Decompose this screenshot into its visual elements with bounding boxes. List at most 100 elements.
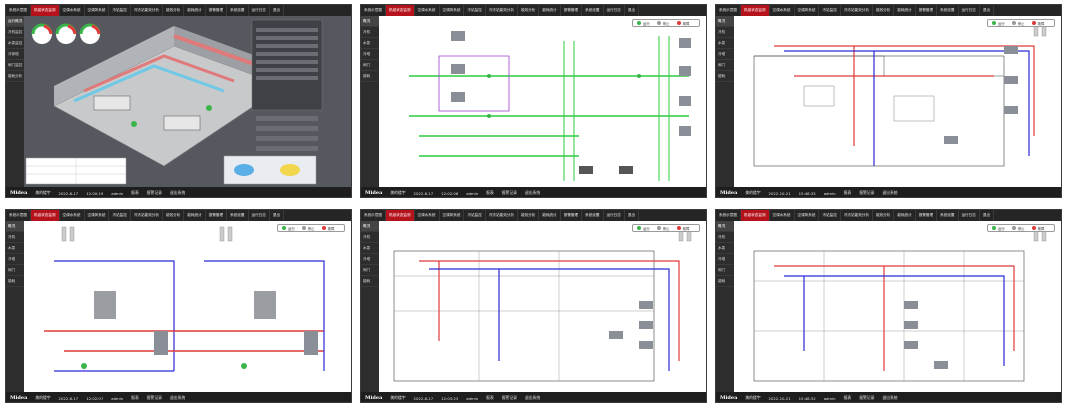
chiller-icon[interactable] (609, 331, 623, 339)
nav-tab[interactable]: 运行日志 (959, 5, 980, 16)
user-button[interactable]: admin (823, 395, 836, 401)
pump-icon[interactable] (206, 105, 212, 111)
sidebar-item[interactable]: 能耗 (361, 276, 379, 287)
nav-tab[interactable]: 空调风系统 (795, 210, 820, 221)
nav-tab[interactable]: 能耗统计 (539, 5, 561, 16)
nav-tab[interactable]: 运行日志 (604, 210, 625, 221)
sidebar-item[interactable]: 阀门 (361, 265, 379, 276)
user-button[interactable]: admin (466, 190, 479, 196)
nav-tab[interactable]: 报警管理 (561, 5, 583, 16)
sidebar-item[interactable]: 水泵 (716, 243, 734, 254)
nav-tab[interactable]: 空调水系统 (770, 210, 795, 221)
sidebar-item[interactable]: 阀门 (6, 265, 24, 276)
sidebar-item[interactable]: 冷机 (716, 27, 734, 38)
nav-tab[interactable]: 运行日志 (604, 5, 625, 16)
logout-button[interactable]: 退出系统 (882, 395, 898, 400)
nav-tab[interactable]: 能耗统计 (184, 5, 206, 16)
nav-tab[interactable]: 能效分析 (873, 210, 895, 221)
sidebar-item[interactable]: 水泵 (361, 38, 379, 49)
nav-tab[interactable]: 空调风系统 (85, 5, 110, 16)
alarm-button[interactable]: 报警记录 (146, 395, 162, 400)
nav-tab[interactable]: 冷站监控 (819, 5, 841, 16)
chiller-icon[interactable] (93, 95, 131, 111)
nav-tab[interactable]: 能效分析 (518, 5, 540, 16)
user-button[interactable]: admin (111, 190, 124, 196)
pump-icon[interactable] (241, 363, 247, 369)
nav-tab[interactable]: 能耗统计 (184, 210, 206, 221)
nav-tab[interactable]: 系统示意图 (716, 5, 741, 16)
report-button[interactable]: 报表 (843, 395, 852, 400)
alarm-button[interactable]: 报警记录 (146, 190, 162, 195)
nav-tab[interactable]: 系统示意图 (361, 5, 386, 16)
chiller-icon[interactable] (1004, 76, 1018, 84)
valve-icon[interactable] (487, 114, 491, 118)
report-button[interactable]: 报表 (843, 190, 852, 195)
chiller-icon[interactable] (451, 31, 465, 41)
nav-tab[interactable]: 冷冻站能效分析 (131, 210, 163, 221)
user-button[interactable]: admin (466, 395, 479, 401)
nav-tab[interactable]: 系统设置 (227, 5, 249, 16)
sidebar-item[interactable]: 冷机 (716, 232, 734, 243)
chiller-icon[interactable] (1004, 106, 1018, 114)
chiller-icon[interactable] (163, 115, 201, 131)
sidebar-item[interactable]: 冷机 (361, 27, 379, 38)
chiller-icon[interactable] (1004, 46, 1018, 54)
nav-tab[interactable]: 运行日志 (249, 5, 270, 16)
sidebar-item[interactable]: 水泵 (361, 243, 379, 254)
chiller-icon[interactable] (639, 341, 653, 349)
chiller-icon[interactable] (904, 341, 918, 349)
nav-tab[interactable]: 机组状态监测 (740, 5, 770, 16)
alarm-button[interactable]: 报警记录 (859, 190, 875, 195)
nav-tab[interactable]: 机组状态监测 (30, 210, 60, 221)
sidebar-item[interactable]: 水泵监控 (6, 38, 24, 49)
nav-tab[interactable]: 报警管理 (916, 210, 938, 221)
sidebar-item[interactable]: 水泵 (6, 243, 24, 254)
chiller-icon[interactable] (944, 136, 958, 144)
user-button[interactable]: admin (111, 395, 124, 401)
nav-tab[interactable]: 能效分析 (163, 210, 185, 221)
sidebar-item[interactable]: 运行概况 (6, 16, 24, 27)
nav-tab[interactable]: 冷站监控 (819, 210, 841, 221)
nav-tab[interactable]: 报警管理 (206, 210, 228, 221)
nav-tab[interactable]: 报警管理 (561, 210, 583, 221)
nav-tab[interactable]: 冷冻站能效分析 (841, 210, 873, 221)
sidebar-item[interactable]: 能耗 (6, 276, 24, 287)
report-button[interactable]: 报表 (131, 190, 139, 195)
chiller-icon[interactable] (679, 38, 691, 48)
heat-exchanger-icon[interactable] (154, 331, 168, 355)
nav-tab[interactable]: 机组状态监测 (385, 210, 415, 221)
nav-tab[interactable]: 退出 (270, 210, 285, 221)
nav-tab[interactable]: 系统设置 (582, 5, 604, 16)
sidebar-item[interactable]: 冷却塔 (6, 49, 24, 60)
chiller-icon[interactable] (679, 126, 691, 136)
nav-tab[interactable]: 能效分析 (518, 210, 540, 221)
sidebar-item[interactable]: 冷塔 (6, 254, 24, 265)
sidebar-item[interactable]: 概况 (361, 221, 379, 232)
nav-tab[interactable]: 冷站监控 (109, 5, 131, 16)
chiller-icon[interactable] (934, 361, 948, 369)
sidebar-item[interactable]: 冷塔 (716, 49, 734, 60)
chiller-icon[interactable] (679, 96, 691, 106)
sidebar-item[interactable]: 能耗 (716, 71, 734, 82)
sidebar-item[interactable]: 水泵 (716, 38, 734, 49)
nav-tab[interactable]: 冷站监控 (464, 210, 486, 221)
chiller-icon[interactable] (639, 321, 653, 329)
sidebar-item[interactable]: 阀门监控 (6, 60, 24, 71)
nav-tab[interactable]: 系统设置 (937, 5, 959, 16)
sidebar-item[interactable]: 概况 (716, 221, 734, 232)
nav-tab[interactable]: 系统示意图 (716, 210, 741, 221)
sidebar-item[interactable]: 冷机监控 (6, 27, 24, 38)
nav-tab[interactable]: 空调水系统 (415, 5, 440, 16)
nav-tab[interactable]: 报警管理 (206, 5, 228, 16)
chiller-icon[interactable] (904, 321, 918, 329)
nav-tab[interactable]: 退出 (980, 5, 995, 16)
nav-tab[interactable]: 机组状态监测 (740, 210, 770, 221)
sidebar-item[interactable]: 概况 (6, 221, 24, 232)
report-button[interactable]: 报表 (486, 395, 494, 400)
sidebar-item[interactable]: 冷机 (6, 232, 24, 243)
sidebar-item[interactable]: 能耗 (716, 276, 734, 287)
logout-button[interactable]: 退出系统 (524, 395, 541, 400)
chiller-icon[interactable] (679, 66, 691, 76)
nav-tab[interactable]: 能耗统计 (894, 5, 916, 16)
nav-tab[interactable]: 退出 (625, 5, 640, 16)
